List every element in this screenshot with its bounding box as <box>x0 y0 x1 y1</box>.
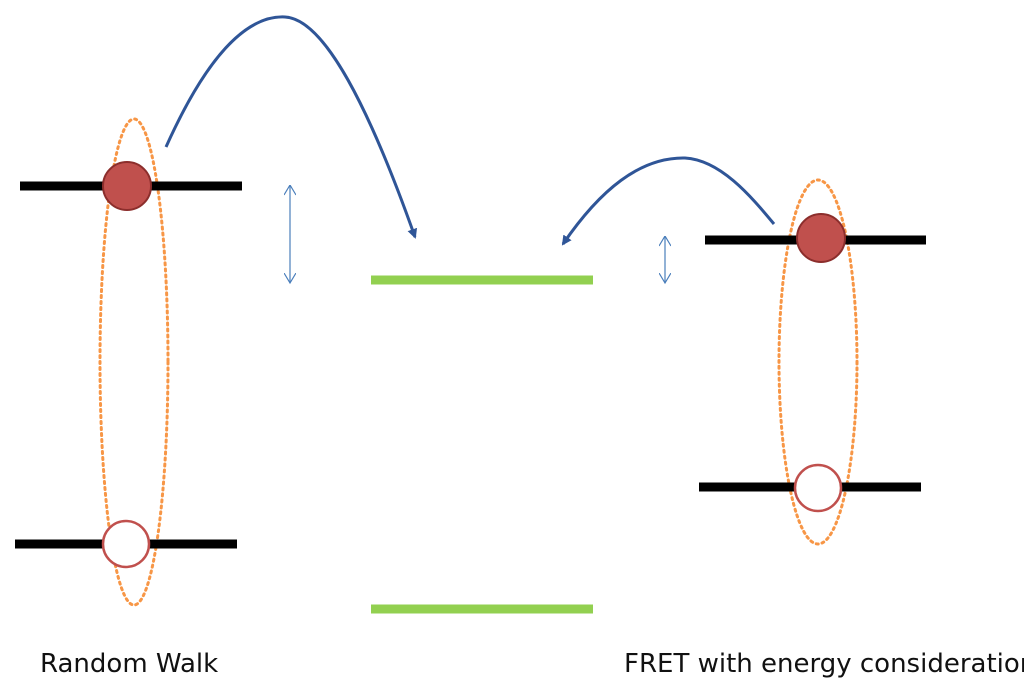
left-excited-electron <box>102 161 152 211</box>
central-acceptor <box>371 275 593 614</box>
left-donor-molecule <box>15 117 242 607</box>
left-transfer-arrow-icon <box>164 15 418 239</box>
fret-energy-caption: FRET with energy consideration <box>624 649 1024 679</box>
right-donor-molecule <box>699 178 926 546</box>
right-molecule-outline <box>777 178 859 546</box>
right-ground-hole <box>793 463 843 513</box>
right-excited-electron <box>796 213 846 263</box>
left-molecule-outline <box>98 117 170 607</box>
right-transfer-arrow-icon <box>561 156 776 246</box>
random-walk-caption: Random Walk <box>40 649 219 679</box>
left-ground-hole <box>101 519 151 569</box>
